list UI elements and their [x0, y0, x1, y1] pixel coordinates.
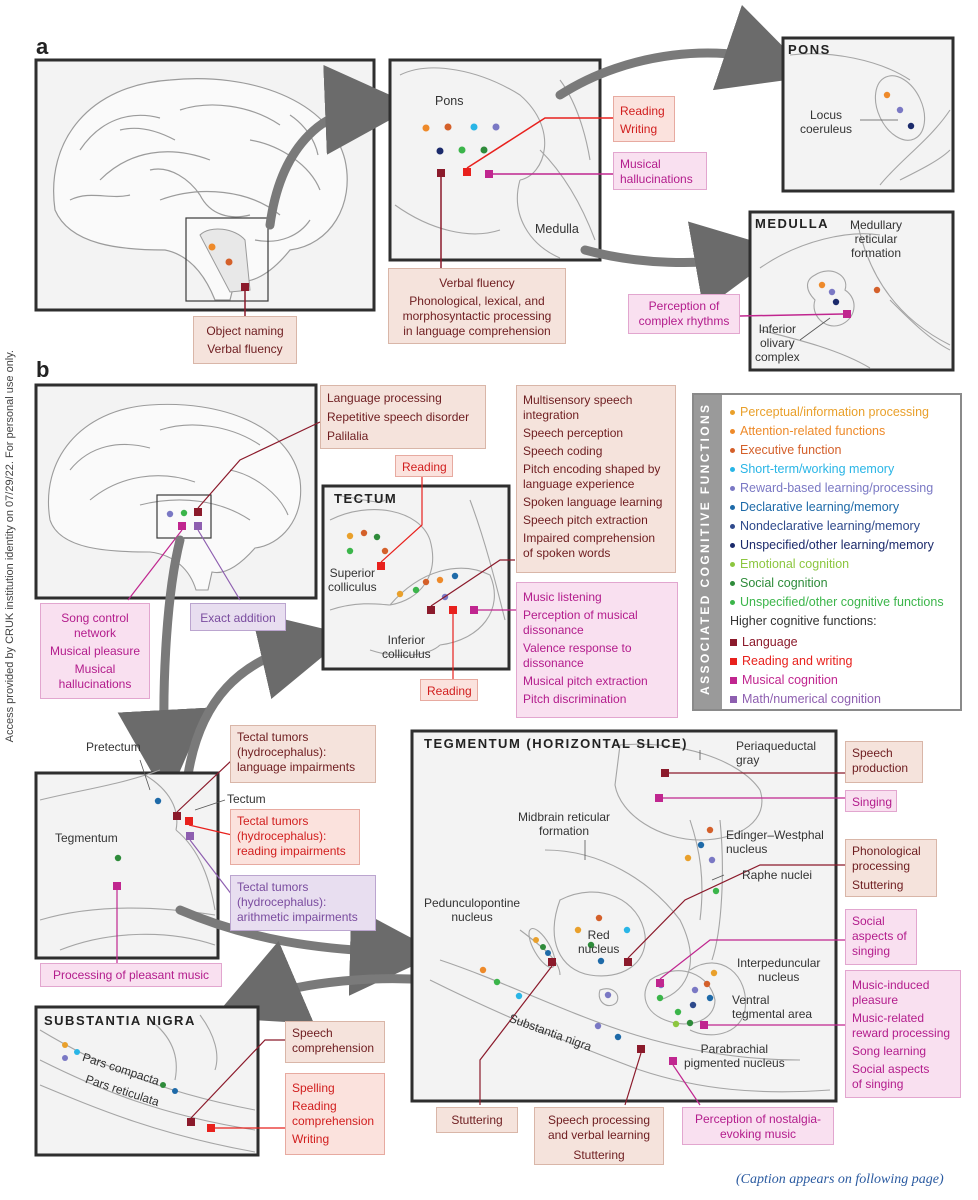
callout-tectal-reading: Tectal tumors (hydrocephalus): reading i…: [230, 809, 360, 865]
vta-label: Ventral tegmental area: [732, 993, 813, 1021]
legend-dot-icon: [730, 600, 735, 606]
callout-song-control: Song control network Musical pleasure Mu…: [40, 603, 150, 699]
legend-item: Nondeclarative learning/memory: [730, 519, 920, 533]
tegmentum-label: Tegmentum: [55, 831, 118, 845]
legend-dot-icon: [730, 581, 735, 587]
brain-sagittal-a: [53, 78, 348, 301]
pons-box-title: PONS: [788, 42, 831, 57]
inferior-olivary-label: Inferior olivary complex: [755, 322, 800, 364]
legend-dot-icon: [730, 543, 735, 549]
parabrachial-label: Parabrachial pigmented nucleus: [684, 1042, 785, 1070]
substantia-nigra-box: [34, 1005, 260, 1157]
callout-reading-tectum-top: Reading: [395, 455, 453, 477]
brainstem-zoom-box-a: [185, 217, 269, 302]
dot-executive-a1: [225, 258, 233, 266]
midbrain-box: [34, 771, 220, 960]
legend-higher-header: Higher cognitive functions:: [730, 614, 877, 628]
substantia-nigra-box-title: SUBSTANTIA NIGRA: [44, 1013, 196, 1028]
callout-pleasant-music: Processing of pleasant music: [40, 963, 222, 987]
callout-complex-rhythms: Perception of complex rhythms: [628, 294, 740, 334]
interpeduncular-label: Interpeduncular nucleus: [737, 956, 821, 984]
callout-stuttering: Stuttering: [436, 1107, 518, 1133]
callout-music-listening: Music listening Perception of musical di…: [516, 582, 678, 718]
legend-dot-icon: [730, 467, 735, 473]
pons-label: Pons: [435, 94, 464, 108]
callout-social-singing: Social aspects of singing: [845, 909, 917, 965]
legend-item: Attention-related functions: [730, 424, 885, 438]
callout-multisensory-speech: Multisensory speech integration Speech p…: [516, 385, 676, 573]
legend-item: Reading and writing: [730, 654, 853, 668]
tegmentum-box-title: TEGMENTUM (HORIZONTAL SLICE): [424, 736, 688, 751]
legend-item: Executive function: [730, 443, 841, 457]
legend-item: Emotional cognition: [730, 557, 849, 571]
periaqueductal-label: Periaqueductal gray: [736, 739, 817, 767]
legend-dot-icon: [730, 505, 735, 511]
medulla-label: Medulla: [535, 222, 579, 236]
legend-square-icon: [730, 639, 737, 647]
legend-item: Language: [730, 635, 798, 649]
midbrain-reticular-label: Midbrain reticular formation: [518, 810, 611, 838]
legend-item: Math/numerical cognition: [730, 692, 881, 706]
legend-item: Short-term/working memory: [730, 462, 894, 476]
callout-language-processing: Language processing Repetitive speech di…: [320, 385, 486, 449]
legend-item: Perceptual/information processing: [730, 405, 929, 419]
callout-speech-comprehension: Speech comprehension: [285, 1021, 385, 1063]
legend-square-icon: [730, 677, 737, 685]
callout-spelling-reading: Spelling Reading comprehension Writing: [285, 1073, 385, 1155]
legend-box: ASSOCIATED COGNITIVE FUNCTIONS Perceptua…: [692, 393, 962, 711]
legend-dot-icon: [730, 486, 735, 492]
medulla-box: [748, 210, 955, 372]
panel-b-label: b: [36, 357, 50, 382]
pedunculopontine-label: Pedunculopontine nucleus: [424, 896, 521, 924]
red-nucleus-label: Red nucleus: [578, 928, 620, 956]
legend-square-icon: [730, 658, 737, 666]
legend-item: Reward-based learning/processing: [730, 481, 933, 495]
raphe-nuclei-label: Raphe nuclei: [742, 868, 813, 882]
callout-speech-production: Speech production: [845, 741, 923, 783]
dot-attention-a1: [208, 243, 216, 251]
locus-coeruleus-label: Locus coeruleus: [800, 108, 853, 136]
medulla-box-title: MEDULLA: [755, 216, 830, 231]
sq-language-a1: [241, 283, 249, 291]
panel-a-label: a: [36, 34, 49, 59]
legend-item: Unspecified/other cognitive functions: [730, 595, 944, 609]
tectum-box: [321, 484, 511, 671]
tegmentum-box: [410, 729, 838, 1103]
callout-tectal-arithmetic: Tectal tumors (hydrocephalus): arithmeti…: [230, 875, 376, 931]
callout-reading-tectum-bottom: Reading: [420, 679, 478, 701]
edinger-westphal-label: Edinger–Westphal nucleus: [726, 828, 824, 856]
legend-dot-icon: [730, 562, 735, 568]
callout-music-induced: Music-induced pleasure Music-related rew…: [845, 970, 961, 1098]
tectum-label: Tectum: [227, 792, 266, 806]
legend-side-bar: ASSOCIATED COGNITIVE FUNCTIONS: [694, 395, 722, 709]
caption-note: (Caption appears on following page): [736, 1172, 944, 1187]
superior-colliculus-label: Superior colliculus: [328, 566, 377, 594]
legend-dot-icon: [730, 448, 735, 454]
medullary-reticular-label: Medullary reticular formation: [850, 218, 903, 260]
callout-phonological-processing: Phonological processing Stuttering: [845, 839, 937, 897]
legend-dot-icon: [730, 524, 735, 530]
inferior-colliculus-label: Inferior colliculus: [382, 633, 431, 661]
legend-square-icon: [730, 696, 737, 704]
legend-dot-icon: [730, 429, 735, 435]
callout-nostalgia: Perception of nostalgia- evoking music: [682, 1107, 834, 1145]
pretectum-label: Pretectum: [86, 740, 141, 754]
callout-singing: Singing: [845, 790, 897, 812]
legend-side-title: ASSOCIATED COGNITIVE FUNCTIONS: [698, 402, 712, 695]
callout-tectal-language: Tectal tumors (hydrocephalus): language …: [230, 725, 376, 783]
tectum-box-title: TECTUM: [334, 491, 398, 506]
callout-speech-verbal-learning: Speech processing and verbal learning St…: [534, 1107, 664, 1165]
legend-item: Declarative learning/memory: [730, 500, 899, 514]
legend-item: Social cognition: [730, 576, 828, 590]
callout-exact-addition: Exact addition: [190, 603, 286, 631]
legend-item: Unspecified/other learning/memory: [730, 538, 934, 552]
legend-dot-icon: [730, 410, 735, 416]
legend-item: Musical cognition: [730, 673, 838, 687]
